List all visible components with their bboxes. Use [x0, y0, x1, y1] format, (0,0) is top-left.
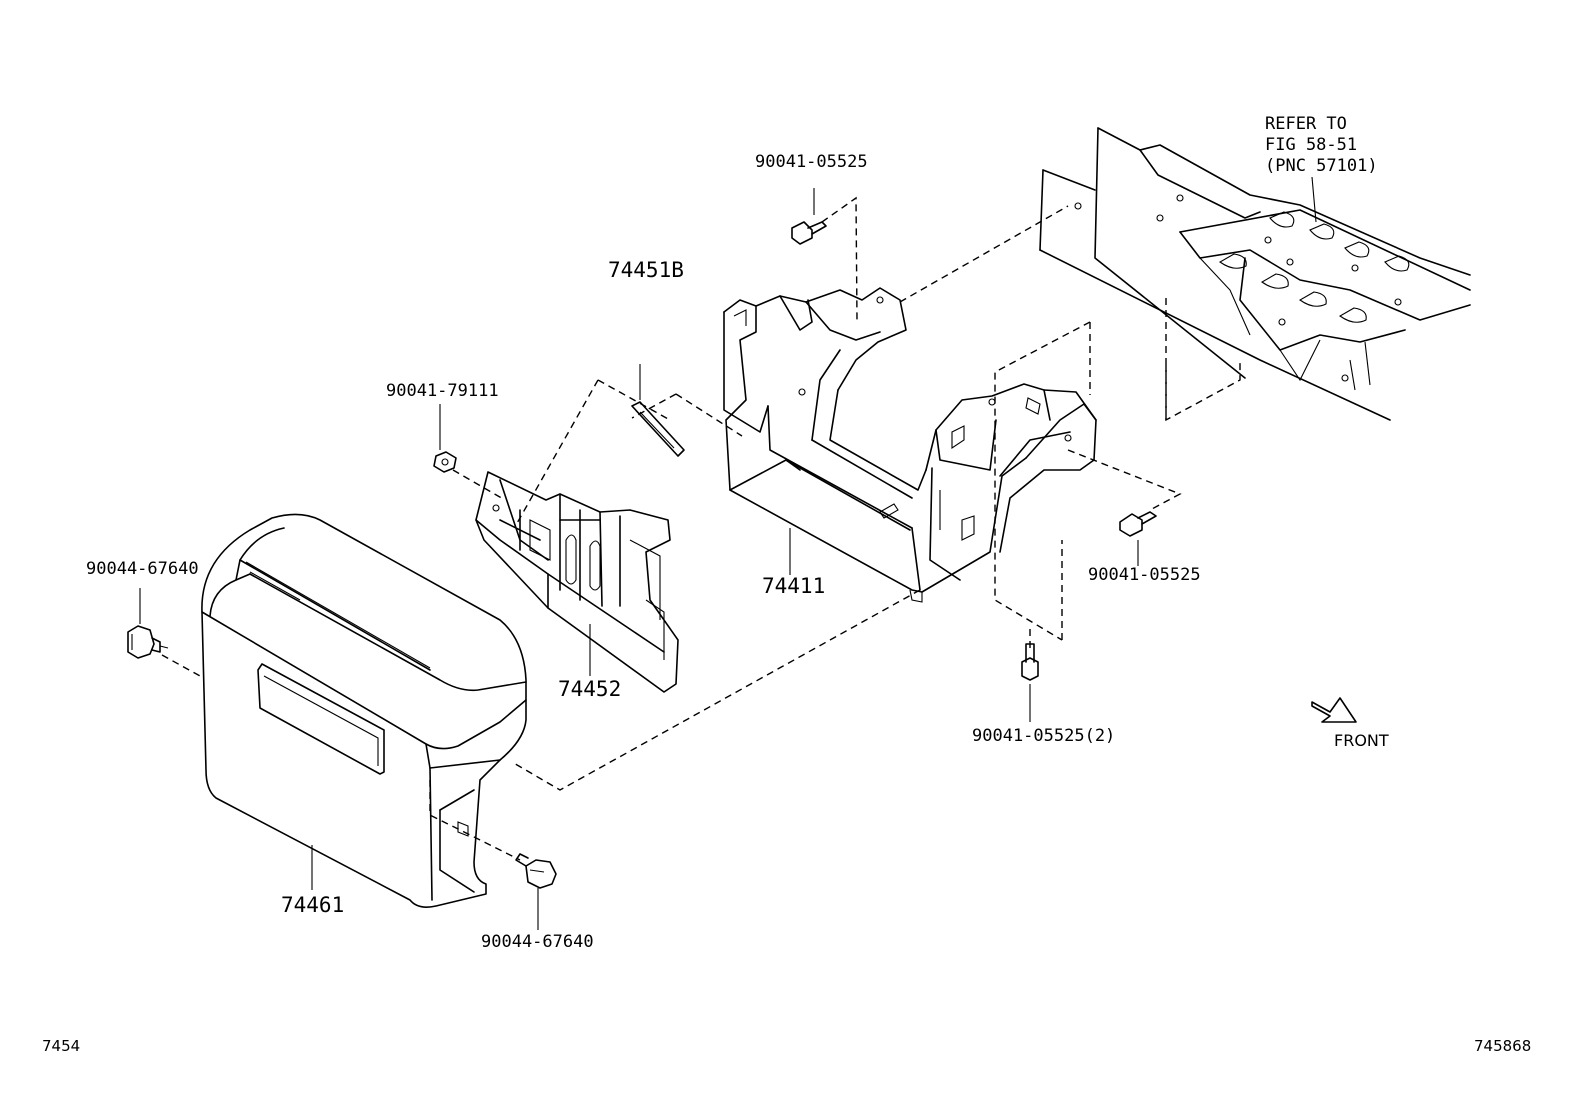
- bracket-74411-drawing: [723, 287, 1097, 603]
- label-nut-79111: 90041-79111: [386, 381, 499, 401]
- label-74452: 74452: [558, 677, 622, 701]
- bolt-right-icon: [1119, 511, 1157, 566]
- label-bolt-right: 90041-05525: [1088, 565, 1201, 585]
- corner-code-left: 7454: [42, 1037, 81, 1055]
- part-74451b-drawing: [631, 364, 685, 457]
- label-clip-bottom: 90044-67640: [481, 932, 594, 952]
- label-74461: 74461: [281, 893, 345, 917]
- label-bolt-top: 90041-05525: [755, 152, 868, 172]
- part-74452-drawing: [475, 471, 679, 693]
- clip-left-icon: [127, 588, 169, 659]
- label-front: FRONT: [1334, 731, 1389, 750]
- refer-note-line-2: FIG 58-51: [1265, 135, 1358, 155]
- clip-bottom-icon: [515, 853, 557, 930]
- bolt-bottom-icon: [1021, 643, 1039, 722]
- assembly-dashed-lines: [161, 196, 1241, 861]
- label-74411: 74411: [762, 574, 826, 598]
- bolt-top-icon: [791, 188, 827, 245]
- refer-note-line-3: (PNC 57101): [1265, 156, 1378, 176]
- label-clip-left: 90044-67640: [86, 559, 199, 579]
- corner-code-right: 745868: [1474, 1037, 1532, 1055]
- part-74461-drawing: [201, 513, 527, 908]
- front-arrow-icon: [1311, 697, 1357, 723]
- refer-note-line-1: REFER TO: [1265, 114, 1347, 134]
- label-74451b: 74451B: [608, 258, 684, 282]
- nut-79111-icon: [433, 404, 457, 473]
- radiator-support-panel: [1039, 127, 1471, 421]
- label-bolt-bottom: 90041-05525(2): [972, 726, 1116, 746]
